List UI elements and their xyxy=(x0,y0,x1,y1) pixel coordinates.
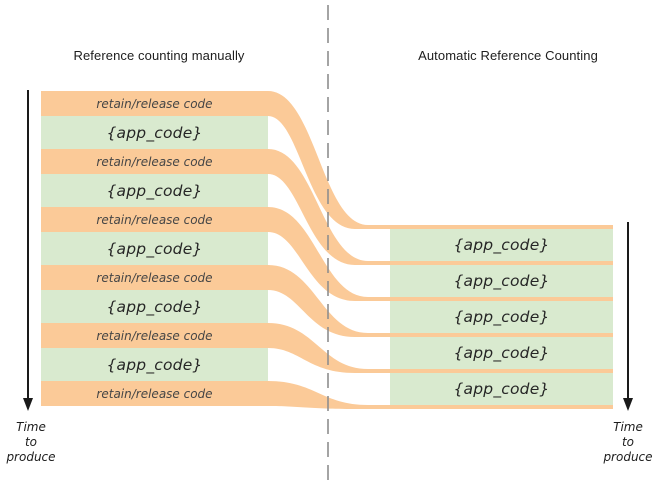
app-code-bar: {app_code} xyxy=(41,174,268,207)
right-time-to-produce-label: Time to produce xyxy=(597,420,659,465)
right-time-axis-arrowhead-icon xyxy=(623,398,633,411)
app-code-bar: {app_code} xyxy=(390,229,613,261)
retain-release-flow-6 xyxy=(41,381,613,409)
time-label-line: Time xyxy=(16,420,46,434)
retain-release-bar-label: retain/release code xyxy=(96,386,213,401)
retain-release-flow-4 xyxy=(41,265,613,337)
retain-release-flow-3 xyxy=(41,207,613,301)
retain-release-flow-2 xyxy=(41,149,613,265)
time-label-line: Time xyxy=(613,420,643,434)
app-code-bar: {app_code} xyxy=(390,265,613,297)
retain-release-bar-label: retain/release code xyxy=(96,270,213,285)
left-time-to-produce-label: Time to produce xyxy=(0,420,62,465)
time-label-line: to produce xyxy=(6,435,56,464)
retain-release-bar-label: retain/release code xyxy=(96,328,213,343)
time-label-line: to produce xyxy=(603,435,653,464)
retain-release-bar-label: retain/release code xyxy=(96,212,213,227)
left-time-axis-arrowhead-icon xyxy=(23,398,33,411)
retain-release-flow-5 xyxy=(41,323,613,373)
app-code-bar: {app_code} xyxy=(41,348,268,381)
retain-release-flow-1 xyxy=(41,91,613,229)
app-code-bar: {app_code} xyxy=(390,301,613,333)
app-code-bar: {app_code} xyxy=(41,232,268,265)
right-column-title: Automatic Reference Counting xyxy=(418,48,598,63)
app-code-bar: {app_code} xyxy=(41,290,268,323)
retain-release-bar-label: retain/release code xyxy=(96,154,213,169)
retain-release-bar-label: retain/release code xyxy=(96,96,213,111)
app-code-bar: {app_code} xyxy=(390,337,613,369)
left-column-title: Reference counting manually xyxy=(73,48,245,63)
app-code-bar: {app_code} xyxy=(41,116,268,149)
app-code-bar: {app_code} xyxy=(390,373,613,405)
